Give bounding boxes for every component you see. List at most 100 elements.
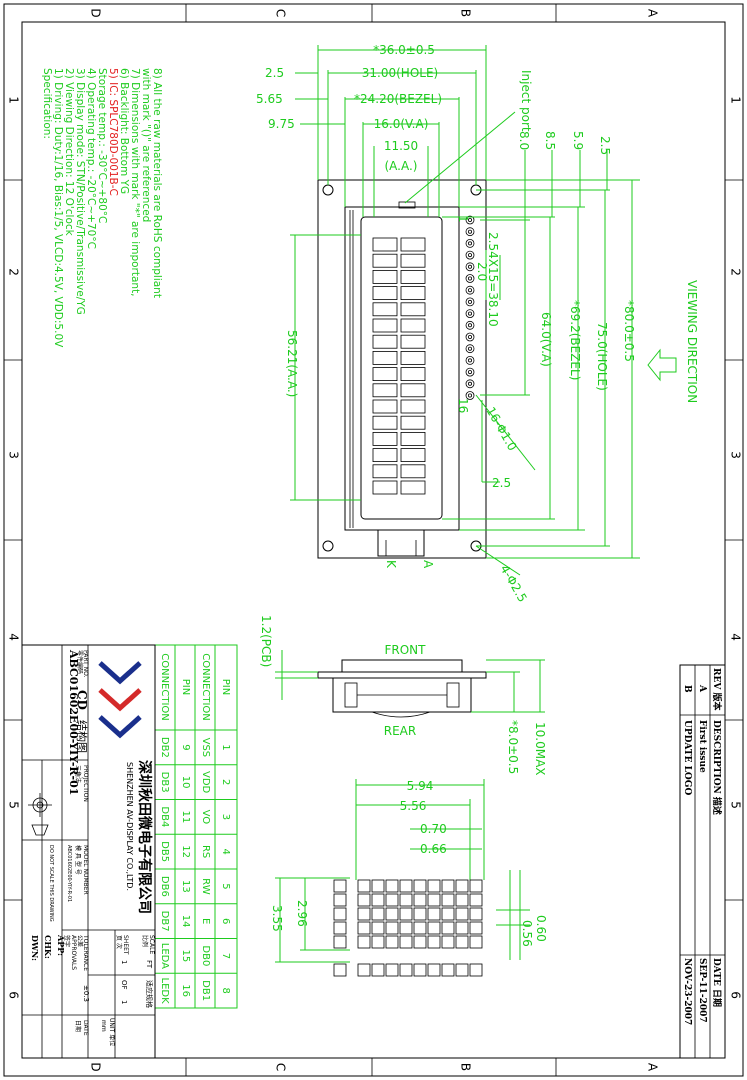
pin-hole <box>465 285 475 295</box>
cursor-dot-cell <box>427 963 441 977</box>
spec-item-9: with mark "()" are referenced <box>140 68 152 222</box>
rev-row-1-rev: A <box>697 684 707 693</box>
pin-hole <box>465 238 475 248</box>
projection-label: PROJECTION <box>82 765 89 802</box>
frame-row-5-left: 5 <box>7 801 21 809</box>
dot-cell <box>385 879 399 893</box>
frame-col-c-bottom: C <box>274 1063 288 1071</box>
pin-number-cell: 1 <box>220 744 231 750</box>
spec-item-6: 5) IC: SPLC780D-001B-C <box>107 68 119 196</box>
dot-cell <box>399 907 413 921</box>
character-cell <box>400 253 426 268</box>
dim-char-556: 5.56 <box>400 799 427 813</box>
frame-row-4-right: 4 <box>729 633 743 641</box>
rev-row-2-rev: B <box>682 685 692 693</box>
viewing-direction-label: VIEWING DIRECTION <box>685 280 699 403</box>
frame-col-d-bottom: D <box>89 1062 103 1071</box>
rev-row-1-desc: First issue <box>697 720 707 773</box>
pin-number-cell: 16 <box>180 984 191 997</box>
character-cell <box>400 302 426 317</box>
frame-col-b-top: B <box>459 9 473 17</box>
pin-hole-inner <box>467 217 472 222</box>
pin-hole <box>465 215 475 225</box>
dot-cell-neighbor <box>333 893 347 907</box>
character-cell <box>400 286 426 301</box>
pin-connection-cell: VDD <box>200 771 211 794</box>
dim-pin-width: 2.0 <box>475 262 489 281</box>
dot-cell <box>427 893 441 907</box>
character-cell <box>372 334 398 349</box>
pin-connection-cell: DB0 <box>200 945 211 966</box>
dot-cell <box>427 921 441 935</box>
character-cell <box>400 399 426 414</box>
dot-cell <box>385 893 399 907</box>
rev-desc-header: DESCRIPTION 描述 <box>711 720 723 815</box>
character-cell <box>372 448 398 463</box>
dim-char-060: 0.60 <box>534 915 548 942</box>
rev-header: REV 版本 <box>711 668 723 711</box>
pin-number-cell: 4 <box>220 848 231 854</box>
dot-cell <box>371 935 385 949</box>
frame-row-4-left: 4 <box>7 633 21 641</box>
spec-item-2: 2) Viewing Direction: 12 O'clock <box>63 68 75 237</box>
approval-dwn: DWN: <box>30 935 40 961</box>
fit-note: 适应规格 <box>145 980 154 1008</box>
pin-number-cell: 12 <box>180 845 191 858</box>
dot-cell <box>441 879 455 893</box>
projection-cn: 三角法 <box>74 765 82 783</box>
dim-top-59: 5.9 <box>571 131 585 150</box>
title-block <box>21 644 156 1059</box>
company-name-en: SHENZHEN AV-DISPLAY CO.,LTD. <box>125 762 134 891</box>
character-cell <box>400 334 426 349</box>
dim-top-85: 8.5 <box>543 131 557 150</box>
dot-cell <box>427 879 441 893</box>
dot-cell <box>357 893 371 907</box>
company-logo <box>98 661 142 739</box>
pin-number-cell: 8 <box>220 987 231 993</box>
do-not-scale-note: DO NOT SCALE THIS DRAWING <box>48 845 54 922</box>
pin-hole <box>465 250 475 260</box>
pin-number-cell: 15 <box>180 950 191 963</box>
pin-hole <box>465 320 475 330</box>
cursor-dot-cell <box>469 963 483 977</box>
dot-cell-neighbor <box>333 907 347 921</box>
character-cell <box>400 431 426 446</box>
pin-number-cell: 14 <box>180 915 191 928</box>
module-front-view <box>317 179 487 559</box>
pin-hole <box>465 379 475 389</box>
dim-hole-height: 75.0(HOLE) <box>595 322 609 391</box>
dim-va-height: 64.0(V.A) <box>539 312 553 367</box>
dim-char-070: 0.70 <box>420 822 447 836</box>
pin-connection-cell: DB2 <box>159 737 170 758</box>
pin-connection-cell: DB6 <box>159 876 170 897</box>
character-cell <box>400 237 426 252</box>
pin-hole-inner <box>467 253 472 258</box>
side-front-label: FRONT <box>385 643 427 657</box>
dim-bezel-width: *24.20(BEZEL) <box>354 92 442 106</box>
spec-item-10: 8) All the raw materials are RoHS compli… <box>151 68 163 298</box>
spec-item-1: 1) Driving: Duty:1/16, Bias:1/5, VLCD:4.… <box>52 68 64 348</box>
dim-bezel-height: *69.2(BEZEL) <box>568 300 582 380</box>
pin-hole-inner <box>467 323 472 328</box>
dim-pin-end: 2.5 <box>492 476 511 490</box>
dot-cell <box>385 921 399 935</box>
pin-hole-inner <box>467 334 472 339</box>
projection-symbol <box>28 793 52 836</box>
pin-connection-cell: DB5 <box>159 841 170 862</box>
pin-last-label: 16 <box>456 398 470 413</box>
character-detail <box>275 779 530 977</box>
pin-hole <box>465 227 475 237</box>
pin-hole <box>465 367 475 377</box>
dim-pcb: 1.2(PCB) <box>259 615 273 667</box>
unit-value: mm <box>100 1020 107 1032</box>
rev-row-2-desc: UPDATE LOGO <box>682 720 692 795</box>
pin-table-header-conn-a: CONNECTION <box>200 653 211 721</box>
dim-char-066: 0.66 <box>420 842 447 856</box>
pin-connection-cell: DB1 <box>200 980 211 1001</box>
dim-offset-975: 9.75 <box>268 117 295 131</box>
dot-cell <box>455 935 469 949</box>
dot-cell <box>441 893 455 907</box>
date-cn: 日期 <box>74 1020 82 1032</box>
pin-hole-inner <box>467 288 472 293</box>
dim-aa-height: 56.21(A.A.) <box>285 330 299 397</box>
